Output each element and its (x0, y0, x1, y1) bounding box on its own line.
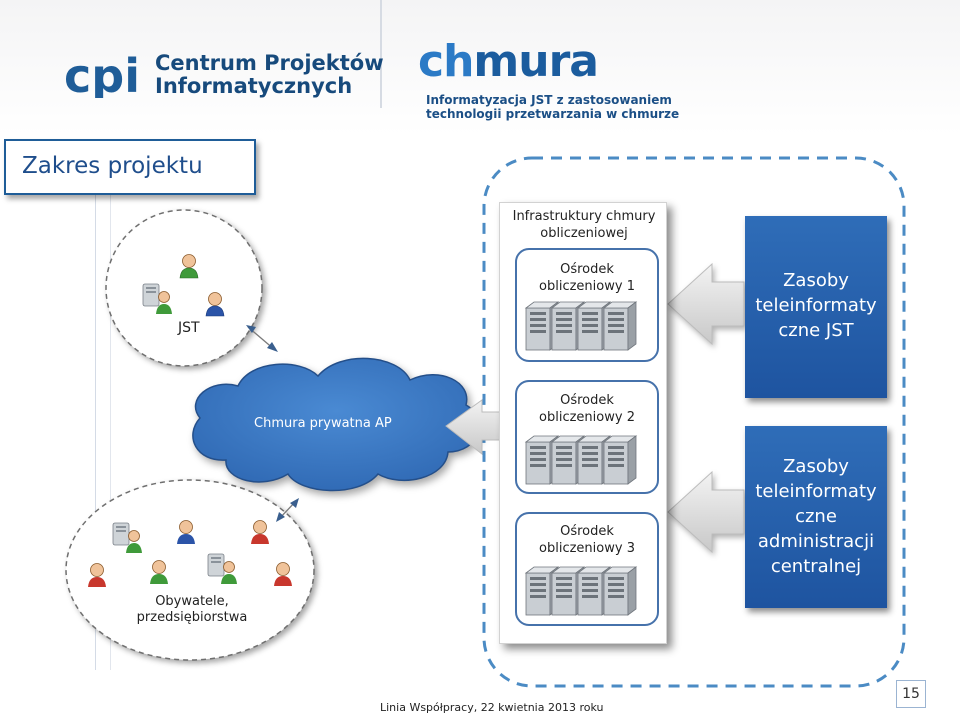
person-red-icon (251, 520, 269, 544)
page-title: Zakres projektu (22, 153, 203, 179)
server-rack-group-1 (524, 301, 638, 351)
jst-resources-line3: czne JST (778, 320, 854, 341)
chmura-logo-prefix: ch (418, 36, 474, 87)
header-divider (380, 0, 382, 108)
cpi-name-line1: Centrum Projektów (155, 51, 384, 75)
center-1-line2: obliczeniowy 1 (539, 279, 635, 294)
central-resources-line5: centralnej (770, 556, 862, 577)
jst-resources-box (745, 216, 887, 398)
jst-resources-line2: teleinformaty (755, 295, 877, 316)
cloud-to-citizens-connector (276, 498, 299, 522)
jst-resources-arrow (667, 262, 745, 346)
jst-label: JST (178, 320, 200, 336)
central-resources-arrow (667, 470, 745, 554)
citizens-label-line2: przedsiębiorstwa (136, 610, 248, 625)
jst-resources-line1: Zasoby (783, 270, 849, 291)
server-rack-icon (576, 566, 612, 616)
center-2-line1: Ośrodek (560, 393, 614, 408)
computing-center-1-title: Ośrodek obliczeniowy 1 (517, 261, 657, 295)
center-1-line1: Ośrodek (560, 262, 614, 277)
left-guide-line-2 (110, 190, 111, 670)
chmura-logo-suffix: mura (473, 36, 599, 87)
computer-user-icon (112, 522, 142, 553)
person-red-icon (274, 562, 292, 586)
person-blue-icon (205, 292, 225, 317)
computer-user-icon (207, 553, 237, 584)
computing-center-2-title: Ośrodek obliczeniowy 2 (517, 392, 657, 426)
jst-circle (105, 209, 263, 367)
footer-text: Linia Współpracy, 22 kwietnia 2013 roku (380, 701, 604, 714)
infrastructure-title-line1: Infrastruktury chmury (512, 209, 656, 224)
chmura-subtitle: Informatyzacja JST z zastosowaniem techn… (426, 93, 679, 121)
chmura-logo: chmura (418, 36, 599, 87)
computer-user-icon (142, 283, 172, 314)
infrastructure-title-line2: obliczeniowej (540, 226, 628, 241)
citizens-label: Obywatele, przedsiębiorstwa (130, 594, 254, 626)
central-resources-line2: teleinformaty (755, 481, 877, 502)
center-3-line2: obliczeniowy 3 (539, 541, 635, 556)
infrastructure-title: Infrastruktury chmury obliczeniowej (499, 208, 669, 242)
chmura-subtitle-line1: Informatyzacja JST z zastosowaniem (426, 93, 672, 107)
computing-center-3-title: Ośrodek obliczeniowy 3 (517, 523, 657, 557)
cpi-logo-letters: cpi (64, 52, 140, 98)
cpi-logo-icon: cpi (64, 52, 140, 98)
server-rack-icon (602, 301, 638, 351)
person-green-icon (150, 560, 168, 584)
central-resources-line1: Zasoby (783, 456, 849, 477)
server-rack-icon (602, 435, 638, 485)
cpi-logo-name: Centrum Projektów Informatycznych (155, 52, 384, 98)
header-band (0, 0, 960, 135)
person-red-icon (88, 563, 106, 587)
citizens-label-line1: Obywatele, (155, 594, 229, 609)
left-guide-line (95, 190, 96, 670)
central-resources-line3: czne (795, 506, 837, 527)
slide-title-box (4, 139, 256, 195)
page-number: 15 (896, 680, 926, 708)
jst-resources-label: Zasoby teleinformaty czne JST (745, 268, 887, 343)
private-cloud-label: Chmura prywatna AP (254, 416, 392, 431)
center-2-line2: obliczeniowy 2 (539, 410, 635, 425)
person-green-icon (179, 254, 199, 279)
person-blue-icon (177, 520, 195, 544)
central-resources-line4: administracji (757, 531, 875, 552)
cpi-name-line2: Informatycznych (155, 74, 353, 98)
chmura-subtitle-line2: technologii przetwarzania w chmurze (426, 107, 680, 121)
center-3-line1: Ośrodek (560, 524, 614, 539)
server-rack-icon (602, 566, 638, 616)
server-rack-group-2 (524, 435, 638, 485)
jst-to-cloud-connector (246, 325, 278, 352)
central-resources-box (745, 426, 887, 608)
central-resources-label: Zasoby teleinformaty czne administracji … (745, 454, 887, 579)
server-rack-group-3 (524, 566, 638, 616)
